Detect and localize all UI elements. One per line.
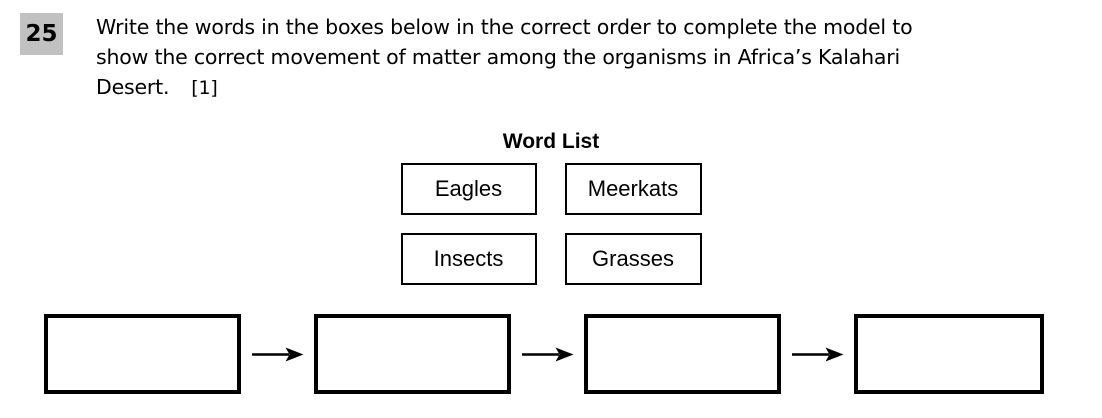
question-text-line: Desert. [1] <box>96 72 912 103</box>
question-number-badge: 25 <box>20 13 63 55</box>
word-list-section: Word List Eagles Meerkats Insects Grasse… <box>0 130 1102 285</box>
question-header: 25 Write the words in the boxes below in… <box>20 10 913 103</box>
right-arrow-icon <box>781 346 854 363</box>
question-text-line: show the correct movement of matter amon… <box>96 45 901 69</box>
marks-label: [1] <box>191 77 218 99</box>
word-list-title: Word List <box>502 130 600 153</box>
word-box-meerkats[interactable]: Meerkats <box>564 163 702 215</box>
right-arrow-icon <box>511 346 584 363</box>
word-box-eagles[interactable]: Eagles <box>400 163 537 215</box>
answer-box-3[interactable] <box>584 314 781 394</box>
answer-chain <box>44 314 1044 394</box>
word-list-grid: Eagles Meerkats Insects Grasses <box>400 163 702 285</box>
answer-box-1[interactable] <box>44 314 241 394</box>
word-box-grasses[interactable]: Grasses <box>564 233 702 285</box>
question-text-line: Write the words in the boxes below in th… <box>96 15 913 39</box>
question-text-line-end: Desert. <box>96 75 170 99</box>
answer-box-4[interactable] <box>854 314 1044 394</box>
question-text: Write the words in the boxes below in th… <box>96 10 913 103</box>
answer-box-2[interactable] <box>314 314 511 394</box>
right-arrow-icon <box>241 346 314 363</box>
word-box-insects[interactable]: Insects <box>400 233 537 285</box>
